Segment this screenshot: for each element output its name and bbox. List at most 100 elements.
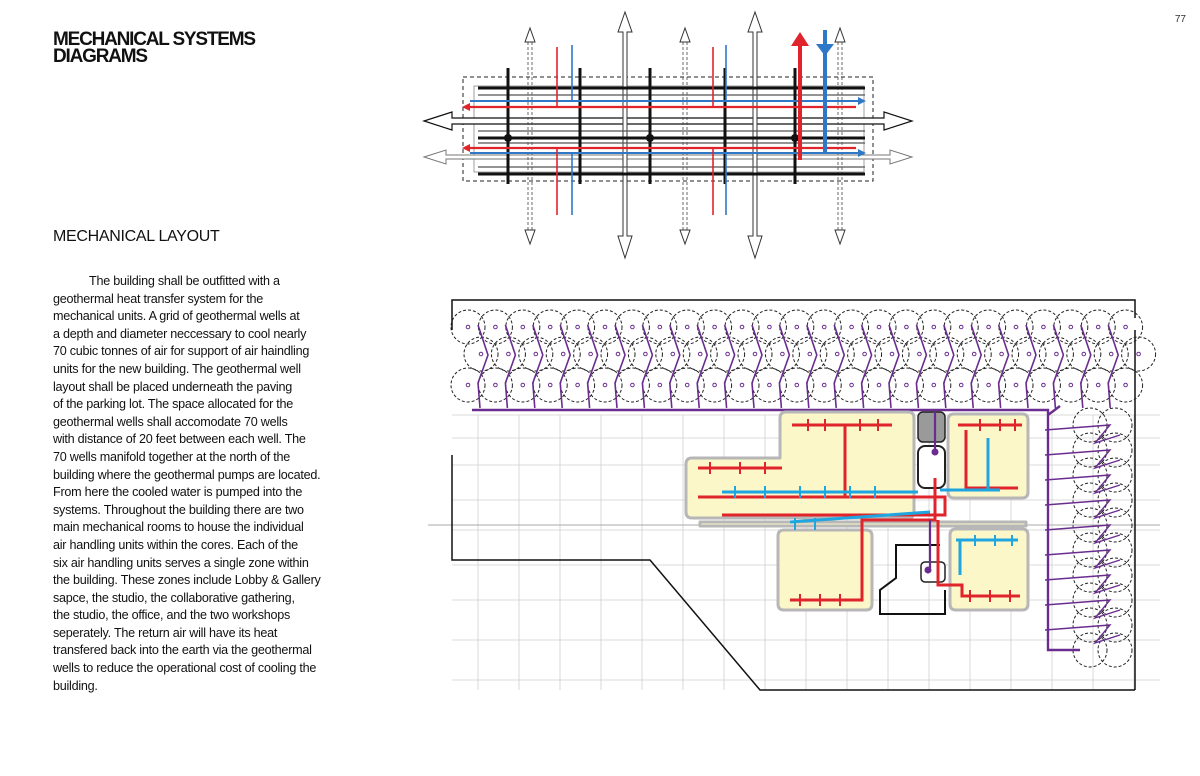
north-arrowhead <box>679 26 691 43</box>
mechanical-room-north <box>917 445 946 489</box>
well-head <box>944 351 950 357</box>
geothermal-loop <box>860 324 873 409</box>
vertical-double-arrow <box>747 10 763 260</box>
geothermal-well <box>669 309 705 345</box>
geothermal-loop <box>997 324 1010 409</box>
well-head <box>889 351 895 357</box>
geothermal-well <box>943 309 979 345</box>
geothermal-loop <box>723 324 736 409</box>
well-head <box>1041 382 1046 388</box>
well-head <box>1123 382 1128 388</box>
well-head <box>999 351 1004 357</box>
geothermal-well <box>971 309 1007 345</box>
section-heading: MECHANICAL LAYOUT <box>53 228 220 245</box>
well-head <box>1068 382 1074 388</box>
geothermal-well <box>971 367 1007 403</box>
well-head <box>821 324 827 330</box>
east-west-arrow <box>422 111 914 131</box>
boundary-dashed <box>462 76 874 182</box>
geothermal-well <box>587 367 623 403</box>
well-head <box>876 324 882 330</box>
geothermal-well <box>642 309 678 345</box>
well-head <box>780 351 785 357</box>
geothermal-well <box>1121 336 1157 372</box>
north-arrowhead <box>524 26 536 43</box>
boundary-inner <box>473 85 865 173</box>
geothermal-well <box>463 336 499 372</box>
well-head <box>1095 324 1101 330</box>
geothermal-loop <box>1052 324 1065 409</box>
well-head <box>575 324 580 330</box>
geothermal-well <box>1080 367 1116 403</box>
body-line: main mechanical rooms to house the indiv… <box>53 520 304 535</box>
geothermal-loop <box>1044 449 1121 470</box>
geothermal-well <box>1066 336 1102 372</box>
body-line: The building shall be outfitted with a <box>89 274 280 288</box>
geothermal-loop <box>1044 499 1121 520</box>
well-head <box>520 382 526 388</box>
return-arrowhead <box>858 149 866 157</box>
well-head <box>931 382 937 388</box>
body-line: the building. These zones include Lobby … <box>53 573 321 588</box>
geothermal-well <box>505 309 541 345</box>
column-node <box>504 134 512 142</box>
geothermal-well <box>956 336 992 372</box>
well-head <box>684 324 690 330</box>
geothermal-well <box>1108 367 1144 403</box>
body-line: building. <box>53 678 98 693</box>
well-head <box>1026 351 1032 357</box>
geothermal-well <box>614 309 650 345</box>
south-arrowhead <box>524 229 536 246</box>
south-arrowhead <box>679 229 691 246</box>
geothermal-loop <box>970 324 983 409</box>
geothermal-loop <box>1079 324 1092 409</box>
well-head <box>493 382 498 388</box>
geothermal-feed-node <box>931 448 939 456</box>
well-head <box>958 382 964 388</box>
well-head <box>560 351 566 357</box>
well-head <box>1136 351 1141 357</box>
well-head <box>533 351 539 357</box>
return-arrowhead <box>858 97 866 105</box>
supply-arrowhead <box>462 144 470 152</box>
body-line: wells to reduce the operational cost of … <box>53 661 317 676</box>
geothermal-well <box>697 309 733 345</box>
mechanical-room-south-outline <box>879 544 946 615</box>
well-head <box>794 324 800 330</box>
geothermal-well <box>916 309 952 345</box>
geothermal-well <box>724 367 760 403</box>
geothermal-loop <box>942 324 955 409</box>
geothermal-loop <box>696 324 709 409</box>
geothermal-well <box>1011 336 1047 372</box>
body-line: six air handling units serves a single z… <box>53 555 309 570</box>
geothermal-loop <box>1044 474 1121 495</box>
chilled-duct <box>789 510 931 524</box>
geothermal-manifold-branch <box>1047 405 1061 416</box>
geothermal-well <box>1097 582 1133 618</box>
geothermal-well <box>627 336 663 372</box>
geothermal-well <box>532 367 568 403</box>
geothermal-well <box>737 336 773 372</box>
body-line: of the parking lot. The space allocated … <box>53 397 294 412</box>
geothermal-well <box>477 309 513 345</box>
geothermal-well <box>888 367 924 403</box>
geothermal-loop <box>559 324 572 409</box>
geothermal-well <box>1097 632 1133 668</box>
geothermal-loop <box>1044 599 1121 620</box>
well-head <box>506 351 511 357</box>
geothermal-well <box>943 367 979 403</box>
column-node <box>791 134 799 142</box>
geothermal-well <box>901 336 937 372</box>
well-head <box>752 351 758 357</box>
well-head <box>904 382 909 388</box>
supply-arrowhead <box>462 103 470 111</box>
well-head <box>1108 351 1114 357</box>
zone-workshop-b <box>948 527 1030 612</box>
geothermal-well <box>779 367 815 403</box>
body-line: seperately. The return air will have its… <box>53 625 278 640</box>
body-line: From here the cooled water is pumped int… <box>53 485 303 500</box>
geothermal-well <box>984 336 1020 372</box>
well-head <box>767 324 772 330</box>
well-head <box>1081 351 1087 357</box>
site-boundary-south <box>451 455 1135 691</box>
